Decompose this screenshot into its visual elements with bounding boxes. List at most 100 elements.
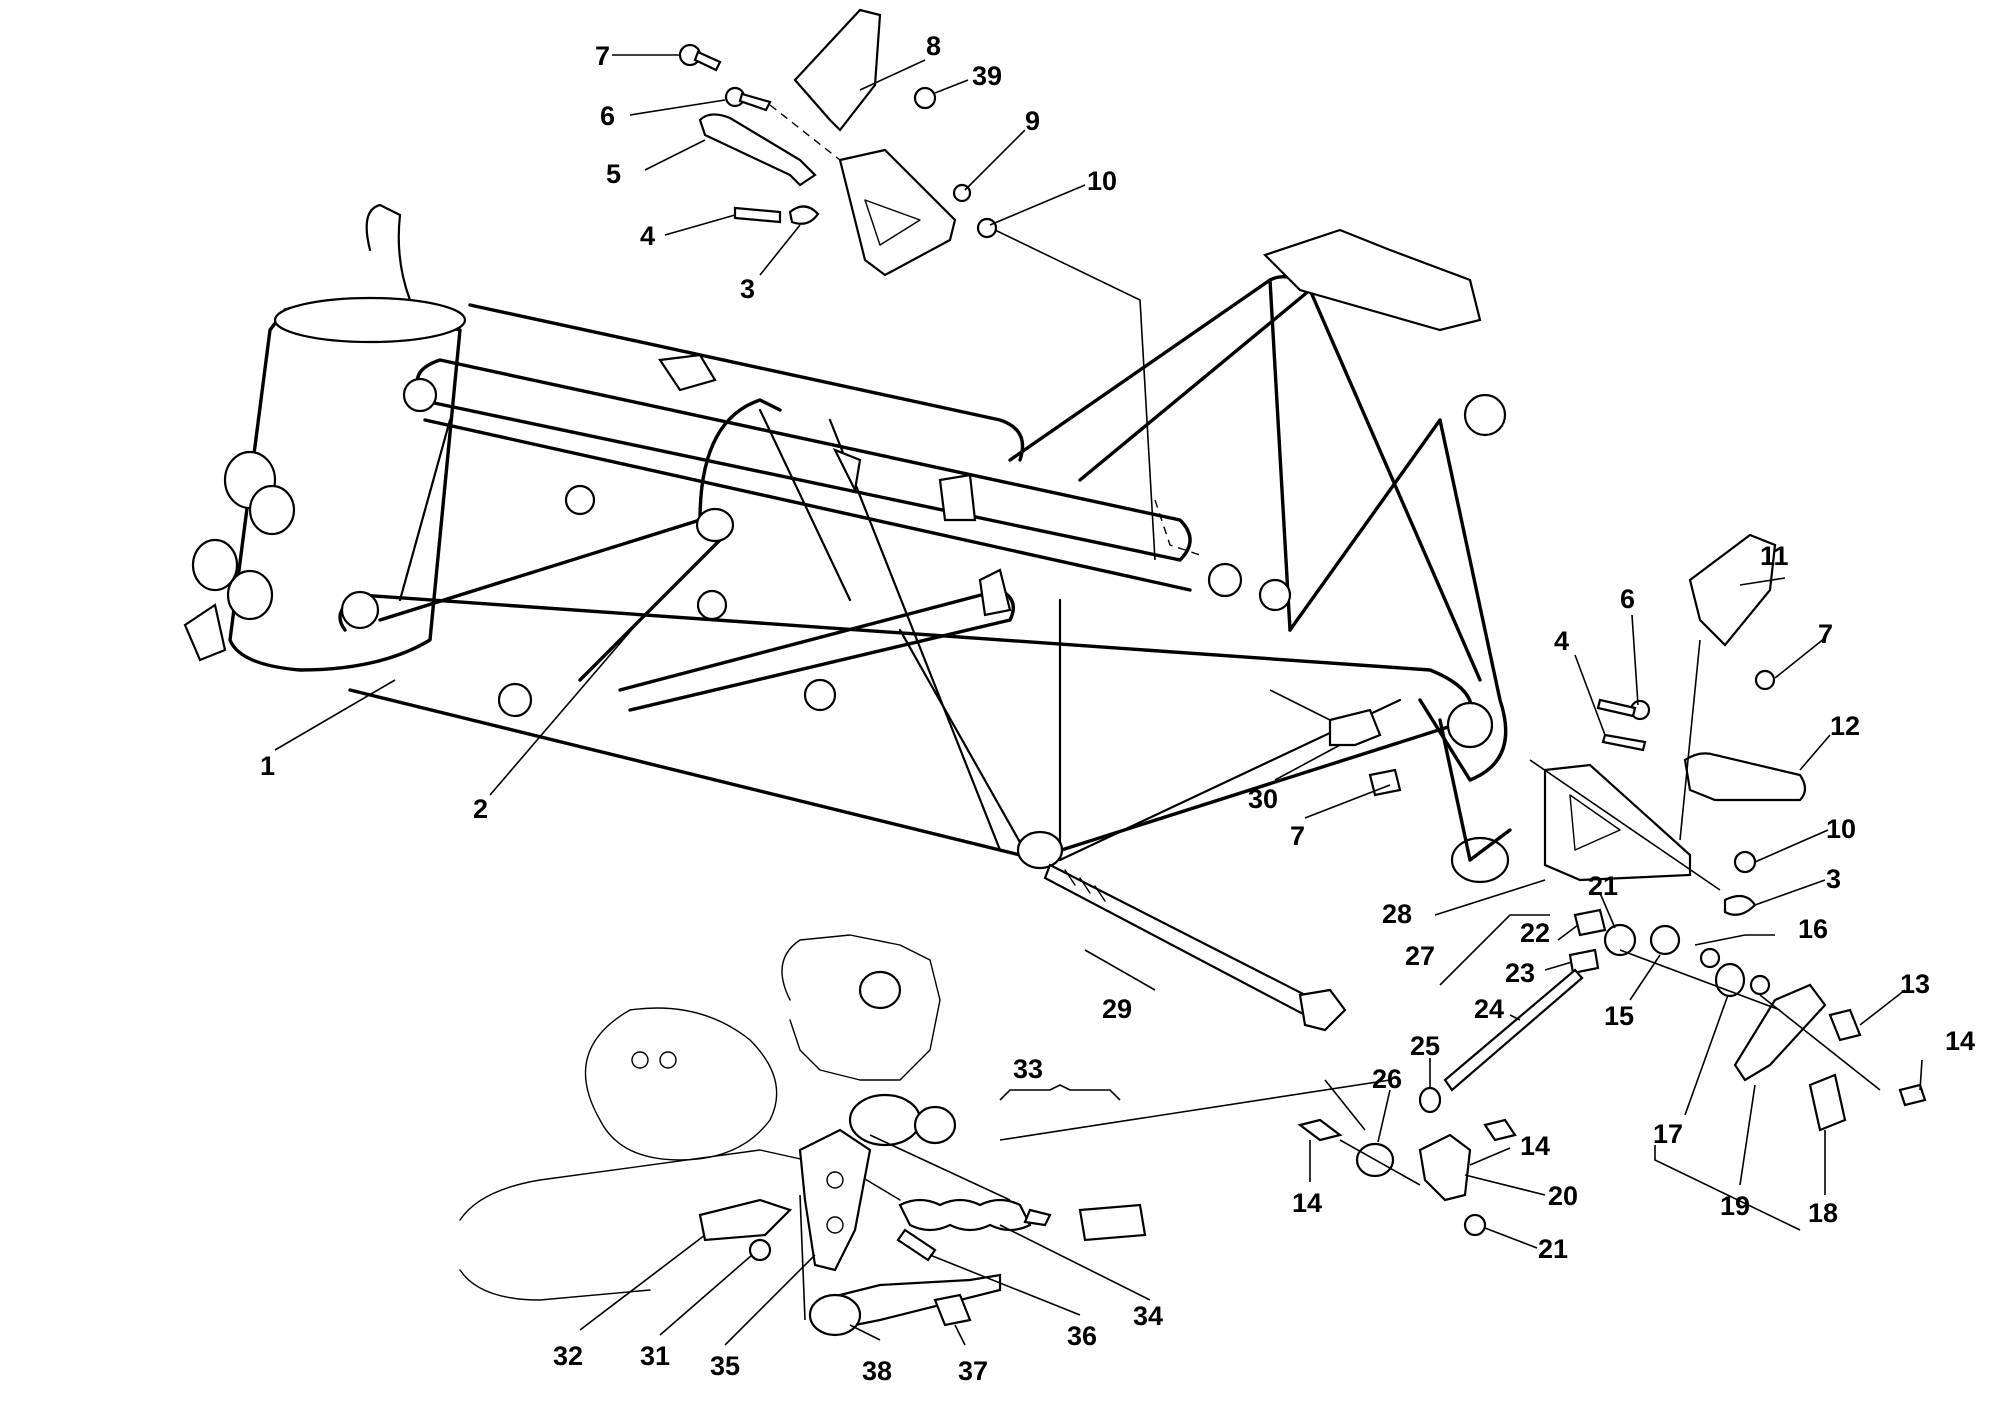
- spring-upper-3: [788, 205, 820, 225]
- gear-lever-19: [1733, 983, 1827, 1082]
- callout-34: 34: [1133, 1301, 1163, 1331]
- mount-bush-lower: [191, 538, 239, 592]
- engine-case-lower: [459, 1149, 901, 1221]
- leader-2: [489, 619, 641, 796]
- engine-case-cover: [584, 1007, 778, 1161]
- nut-21-lower: [1463, 1213, 1487, 1237]
- bolt-7-side: [1368, 768, 1402, 797]
- callout-19: 19: [1720, 1191, 1750, 1221]
- engine-mount-bolt: [1043, 863, 1347, 1032]
- bracket-19: [1654, 1145, 1801, 1231]
- callout-29: 29: [1102, 994, 1132, 1024]
- callout-27: 27: [1405, 941, 1435, 971]
- bracket-33: [999, 1084, 1121, 1101]
- callout-14a: 14: [1945, 1026, 1975, 1056]
- assembly-line-26: [1324, 1079, 1366, 1131]
- callout-24: 24: [1474, 994, 1504, 1024]
- assembly-line-shaft: [1619, 949, 1781, 1011]
- leader-6a: [629, 99, 726, 116]
- assembly-line-arm: [1339, 1139, 1421, 1186]
- upper-footpeg-group: [678, 8, 1201, 561]
- footpeg-bracket-right: [1543, 763, 1692, 882]
- lower-pivot-boss: [1450, 836, 1510, 884]
- leader-32: [579, 1234, 706, 1331]
- footpeg-bracket-right-cutout: [1569, 794, 1621, 851]
- mount-tab-2: [978, 568, 1012, 617]
- callout-35: 35: [710, 1351, 740, 1381]
- mount-tab-1: [658, 353, 717, 392]
- bolt-thread: [1064, 869, 1106, 902]
- assembly-line-to-engine: [999, 1079, 1391, 1141]
- washer-15: [1649, 924, 1681, 956]
- bolt-14-lower-a: [1297, 1118, 1343, 1142]
- callout-22: 22: [1520, 918, 1550, 948]
- stand-foot-38: [808, 1293, 862, 1337]
- leader-21a: [1599, 892, 1616, 929]
- callout-3a: 3: [740, 274, 755, 304]
- callout-33: 33: [1013, 1054, 1043, 1084]
- bracket-30: [1328, 708, 1382, 747]
- tube-joint-10: [564, 484, 596, 516]
- assembly-line-stand-1: [799, 1194, 806, 1321]
- linkage-rod-24: [1443, 968, 1584, 1092]
- mount-tab-3: [832, 447, 862, 494]
- pivot-bush-22: [1573, 908, 1607, 937]
- assembly-line-upper-2: [994, 229, 1156, 561]
- leader-28: [1434, 879, 1546, 916]
- right-footpeg-group: [999, 533, 1927, 1237]
- callout-20: 20: [1548, 1181, 1578, 1211]
- callout-4b: 4: [1554, 626, 1569, 656]
- washer-16-a: [1699, 947, 1721, 969]
- tube-joint-1: [340, 590, 380, 630]
- leader-13: [1859, 989, 1906, 1026]
- bolt-upper-4: [733, 206, 782, 224]
- callout-31: 31: [640, 1341, 670, 1371]
- tube-joint-8: [696, 589, 728, 621]
- tube-joint-5: [1207, 562, 1243, 598]
- leader-14a: [1919, 1059, 1923, 1091]
- leader-15: [1629, 954, 1661, 1001]
- leader-24: [1509, 1014, 1521, 1021]
- mount-bush-lower-face: [226, 569, 274, 621]
- leader-9: [964, 129, 1026, 191]
- stand-bracket-35: [798, 1128, 872, 1272]
- front-downtube: [698, 398, 782, 522]
- rod-end-21: [1603, 923, 1637, 957]
- leader-26: [1377, 1089, 1391, 1143]
- callout-11: 11: [1760, 541, 1789, 571]
- selector-arm-20: [1418, 1133, 1472, 1202]
- assembly-line-upper-3: [1154, 499, 1201, 556]
- leader-4b: [1574, 654, 1606, 736]
- tube-joint-6: [1258, 578, 1292, 612]
- nut-10-upper: [976, 217, 998, 239]
- callout-labels: 7 8 39 6 9 5 10 4 3 1 2 30 7 11 6 7 4 12…: [260, 31, 1975, 1386]
- engine-mount-bolt-head: [1298, 988, 1347, 1032]
- leader-23: [1544, 961, 1573, 971]
- trellis-web-1: [398, 418, 452, 602]
- stand-pivot-boss: [848, 1093, 922, 1147]
- leader-10a: [989, 184, 1086, 226]
- lever-rubber-18: [1808, 1073, 1847, 1132]
- callout-21a: 21: [1588, 871, 1618, 901]
- bracket-32: [698, 1198, 793, 1242]
- washer-16-b: [1749, 974, 1771, 996]
- callout-7a: 7: [595, 41, 610, 71]
- swingarm-pivot-boss: [1446, 701, 1494, 749]
- leader-34: [999, 1224, 1151, 1301]
- nut-39: [913, 86, 937, 110]
- callout-5: 5: [606, 159, 621, 189]
- callout-6a: 6: [600, 101, 615, 131]
- upper-main-tube-left: [415, 358, 1192, 562]
- pivot-bolt-13: [1828, 1008, 1862, 1042]
- lower-main-tube-under: [348, 688, 1022, 857]
- nut-10-right: [1733, 850, 1757, 874]
- upper-main-tube-right: [468, 303, 1025, 462]
- main-trellis-frame: [183, 203, 1512, 884]
- callout-leaders: [274, 54, 1923, 1346]
- callout-12: 12: [1830, 711, 1860, 741]
- callout-15: 15: [1604, 1001, 1634, 1031]
- trellis-web-3: [828, 418, 1002, 852]
- steering-head-top: [273, 296, 467, 344]
